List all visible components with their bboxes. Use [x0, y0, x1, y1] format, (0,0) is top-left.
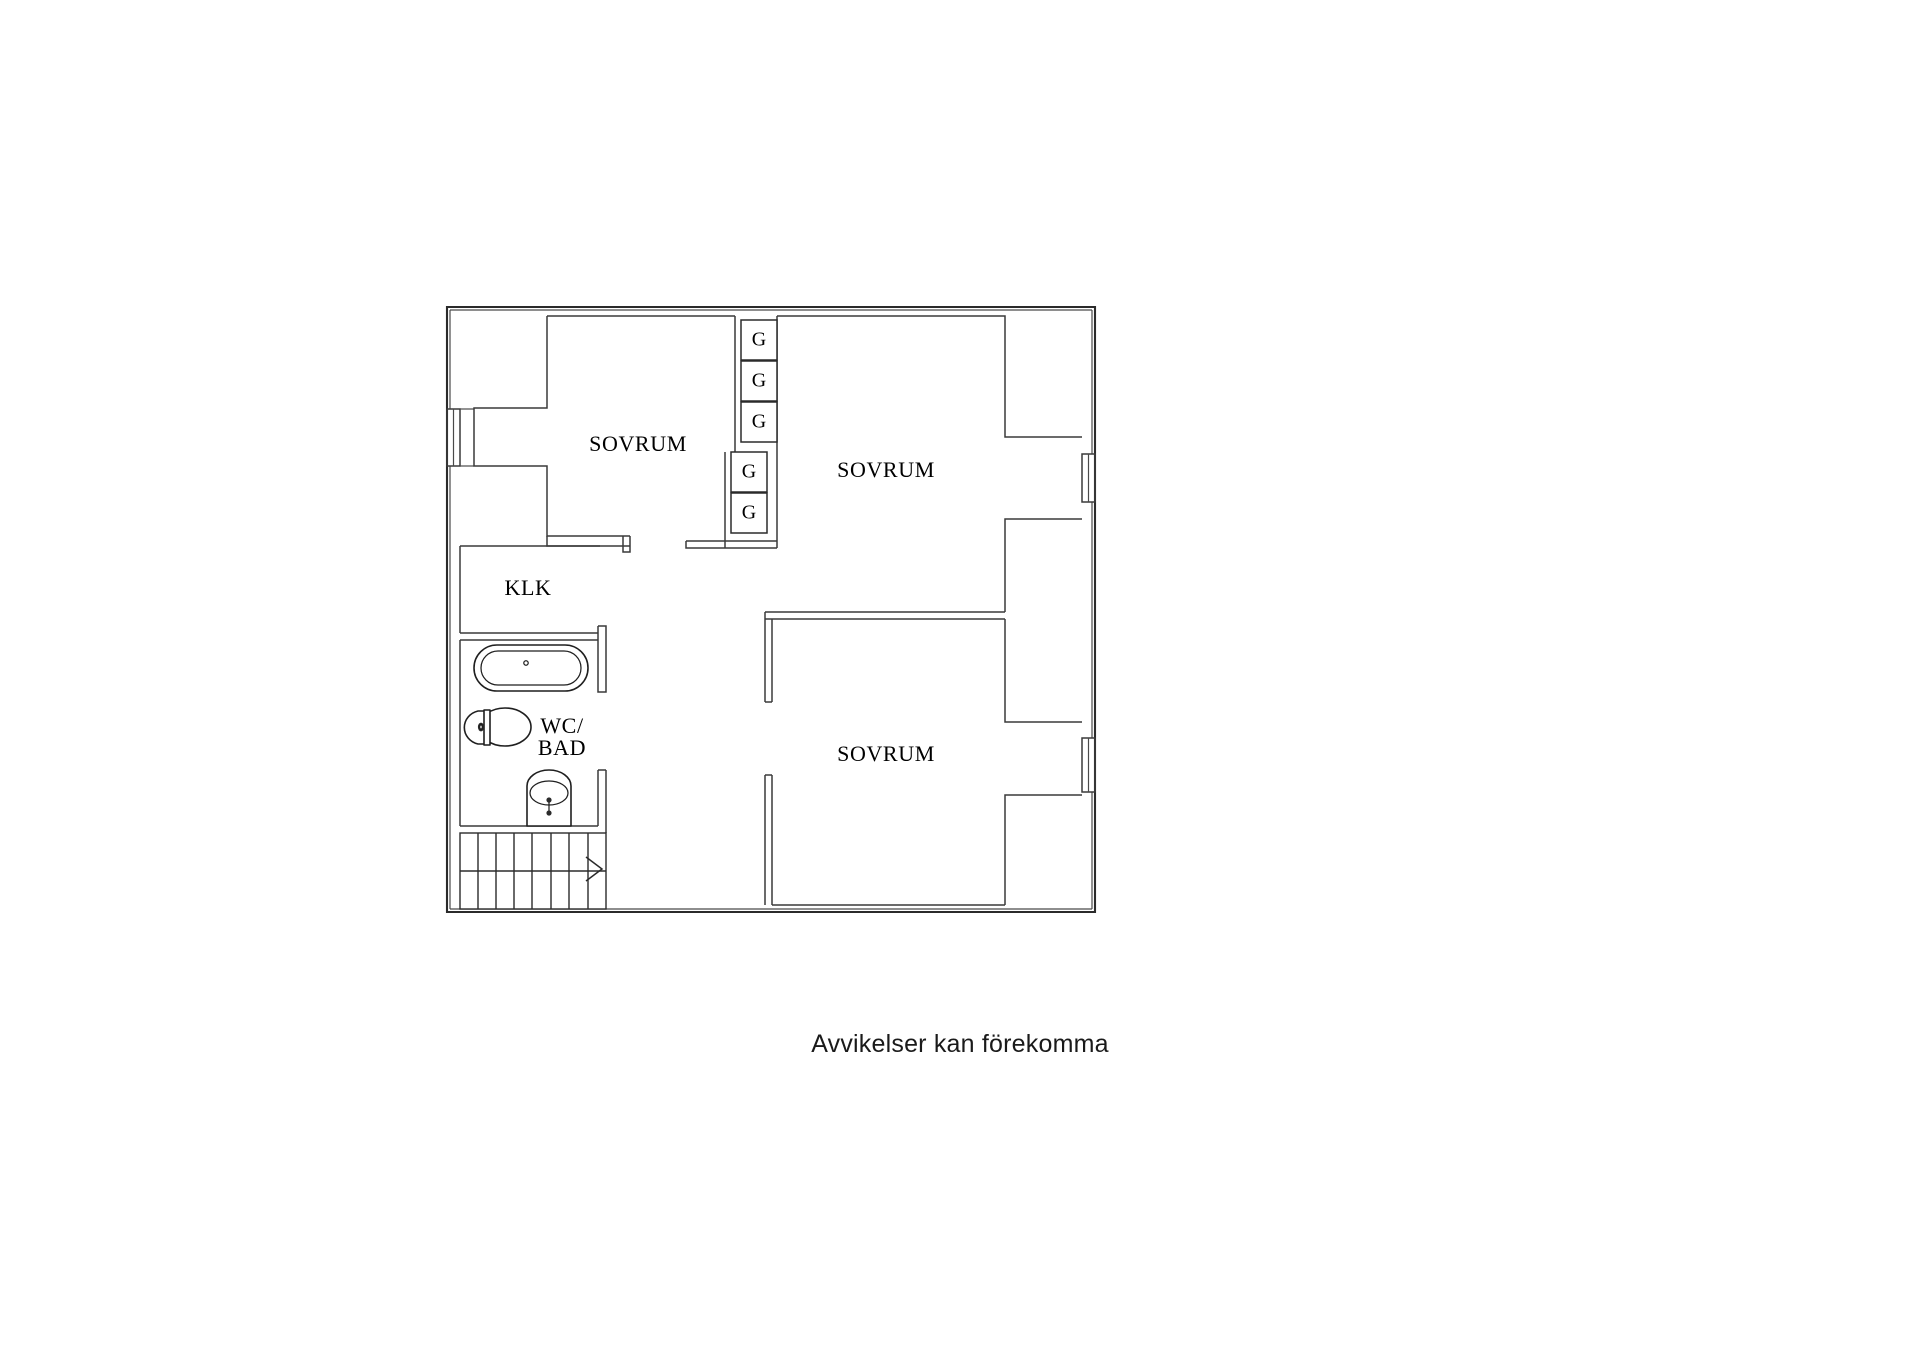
room-label-sovrum-lower-right: SOVRUM [837, 741, 935, 766]
closet-box [730, 492, 768, 534]
room-label-wc-bad-line1: WC/ [540, 713, 584, 738]
bathtub-icon [473, 644, 589, 692]
staircase-icon [459, 832, 607, 910]
window-left-wall [446, 408, 474, 467]
closet-box [740, 401, 778, 443]
outer-walls [445, 305, 1097, 914]
window-right-wall-upper [1081, 453, 1096, 503]
disclaimer-caption: Avvikelser kan förekomma [811, 1030, 1109, 1058]
closet-label: G [752, 329, 766, 351]
closet-label: G [752, 370, 766, 392]
closet-cell-g-1: G [740, 319, 778, 361]
room-label-sovrum-upper-left: SOVRUM [589, 431, 687, 456]
toilet-icon [463, 707, 532, 747]
room-outline-sovrum-upper-right [777, 315, 1082, 612]
washbasin-icon [526, 769, 572, 827]
closet-cell-g-2: G [740, 360, 778, 402]
room-outline-klk [459, 545, 607, 693]
closet-cell-g-4: G [730, 451, 768, 493]
closet-box [730, 451, 768, 493]
closet-label: G [752, 411, 766, 433]
closet-cell-g-5: G [730, 492, 768, 534]
closet-cell-g-3: G [740, 401, 778, 443]
closet-box [740, 319, 778, 361]
room-outline-sovrum-lower-right [764, 619, 1082, 906]
room-label-klk: KLK [504, 575, 551, 600]
room-labels: SOVRUM SOVRUM SOVRUM KLK WC/BAD [504, 431, 934, 766]
hall-walls [764, 611, 1005, 703]
closet-box [740, 360, 778, 402]
room-label-sovrum-upper-right: SOVRUM [837, 457, 935, 482]
window-right-wall-lower [1081, 737, 1096, 793]
closet-label: G [742, 461, 756, 483]
closet-label: G [742, 502, 756, 524]
room-label-wc-bad-line2: BAD [538, 735, 586, 760]
